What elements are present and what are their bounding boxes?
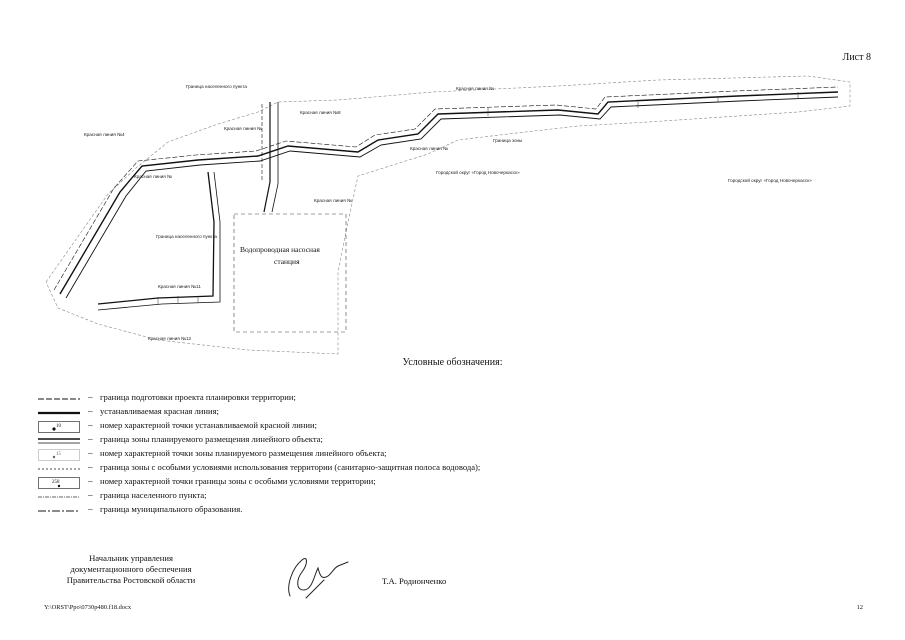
legend-symbol xyxy=(38,468,80,470)
signer-line: Начальник управления xyxy=(89,553,173,563)
legend-item: 10 – номер характерной точки устанавлива… xyxy=(38,420,638,434)
legend-text: граница муниципального образования. xyxy=(100,504,243,514)
svg-text:258: 258 xyxy=(52,480,60,485)
map-label: Красная линия №8 xyxy=(300,110,341,115)
legend-symbol xyxy=(38,496,80,498)
legend-item: – устанавливаемая красная линия; xyxy=(38,406,638,420)
page-number: 12 xyxy=(856,604,863,611)
legend-text: номер характерной точки границы зоны с о… xyxy=(100,476,376,486)
legend-symbol xyxy=(38,398,80,400)
planning-map: Граница населенного пункта Красная линия… xyxy=(45,75,851,355)
map-label: Городской округ «Город Новочеркасск» xyxy=(728,177,812,183)
station-label: станция xyxy=(274,257,300,266)
map-label: Красная линия № xyxy=(456,86,494,91)
legend-text: граница подготовки проекта планировки те… xyxy=(100,392,296,402)
legend-symbol xyxy=(38,411,80,415)
legend-item: – граница муниципального образования. xyxy=(38,504,638,518)
signer-line: документационного обеспечения xyxy=(70,564,192,574)
legend-text: граница зоны планируемого размещения лин… xyxy=(100,434,323,444)
tick-marks xyxy=(157,92,799,304)
station-parcel xyxy=(233,213,347,333)
legend-item: 258 – номер характерной точки границы зо… xyxy=(38,476,638,490)
file-path: Y:\ORST\Ppo\0730p480.f18.docx xyxy=(44,604,132,611)
signer-name: Т.А. Родионченко xyxy=(382,576,447,586)
map-label: Городской округ «Город Новочеркасск» xyxy=(436,169,520,175)
legend-item: 15 – номер характерной точки зоны планир… xyxy=(38,448,638,462)
legend-item: – граница зоны с особыми условиями испол… xyxy=(38,462,638,476)
legend-symbol xyxy=(38,510,80,512)
svg-text:15: 15 xyxy=(56,452,62,457)
legend-text: граница населенного пункта; xyxy=(100,490,207,500)
map-label: Красная линия № xyxy=(224,126,262,131)
map-label: Красная линия №4 xyxy=(84,132,125,137)
map-label: Красная линия № xyxy=(410,146,448,151)
map-label: Граница населенного пункта xyxy=(186,84,247,89)
map-label: Красная линия № xyxy=(134,174,172,179)
municipal-boundary xyxy=(45,75,851,355)
legend-symbol: 258 xyxy=(38,477,80,489)
legend-title: Условные обозначения: xyxy=(402,357,503,368)
station-label: Водопроводная насосная xyxy=(240,245,320,254)
map-label: Красная линия № xyxy=(314,198,352,203)
signer-title: Начальник управления документационного о… xyxy=(42,553,220,586)
signer-line: Правительства Ростовской области xyxy=(66,575,196,585)
legend-item: – граница населенного пункта; xyxy=(38,490,638,504)
legend-text: устанавливаемая красная линия; xyxy=(100,406,219,416)
sheet-number: Лист 8 xyxy=(842,52,871,63)
legend-text: граница зоны с особыми условиями использ… xyxy=(100,462,481,472)
svg-text:10: 10 xyxy=(56,424,62,429)
map-label: Красная линия №12 xyxy=(148,336,192,341)
legend-text: номер характерной точки зоны планируемог… xyxy=(100,448,387,458)
map-label: Граница зоны xyxy=(493,138,522,143)
legend-symbol: 15 xyxy=(38,449,80,461)
map-label: Красная линия №11 xyxy=(158,284,201,289)
map-label: Граница населенного пункта xyxy=(156,234,217,239)
legend-symbol xyxy=(38,438,80,444)
legend-item: – граница зоны планируемого размещения л… xyxy=(38,434,638,448)
legend-item: – граница подготовки проекта планировки … xyxy=(38,392,638,406)
corridor-lines xyxy=(53,86,839,311)
legend-text: номер характерной точки устанавливаемой … xyxy=(100,420,317,430)
legend-symbol: 10 xyxy=(38,421,80,433)
handwritten-signature xyxy=(288,558,349,599)
